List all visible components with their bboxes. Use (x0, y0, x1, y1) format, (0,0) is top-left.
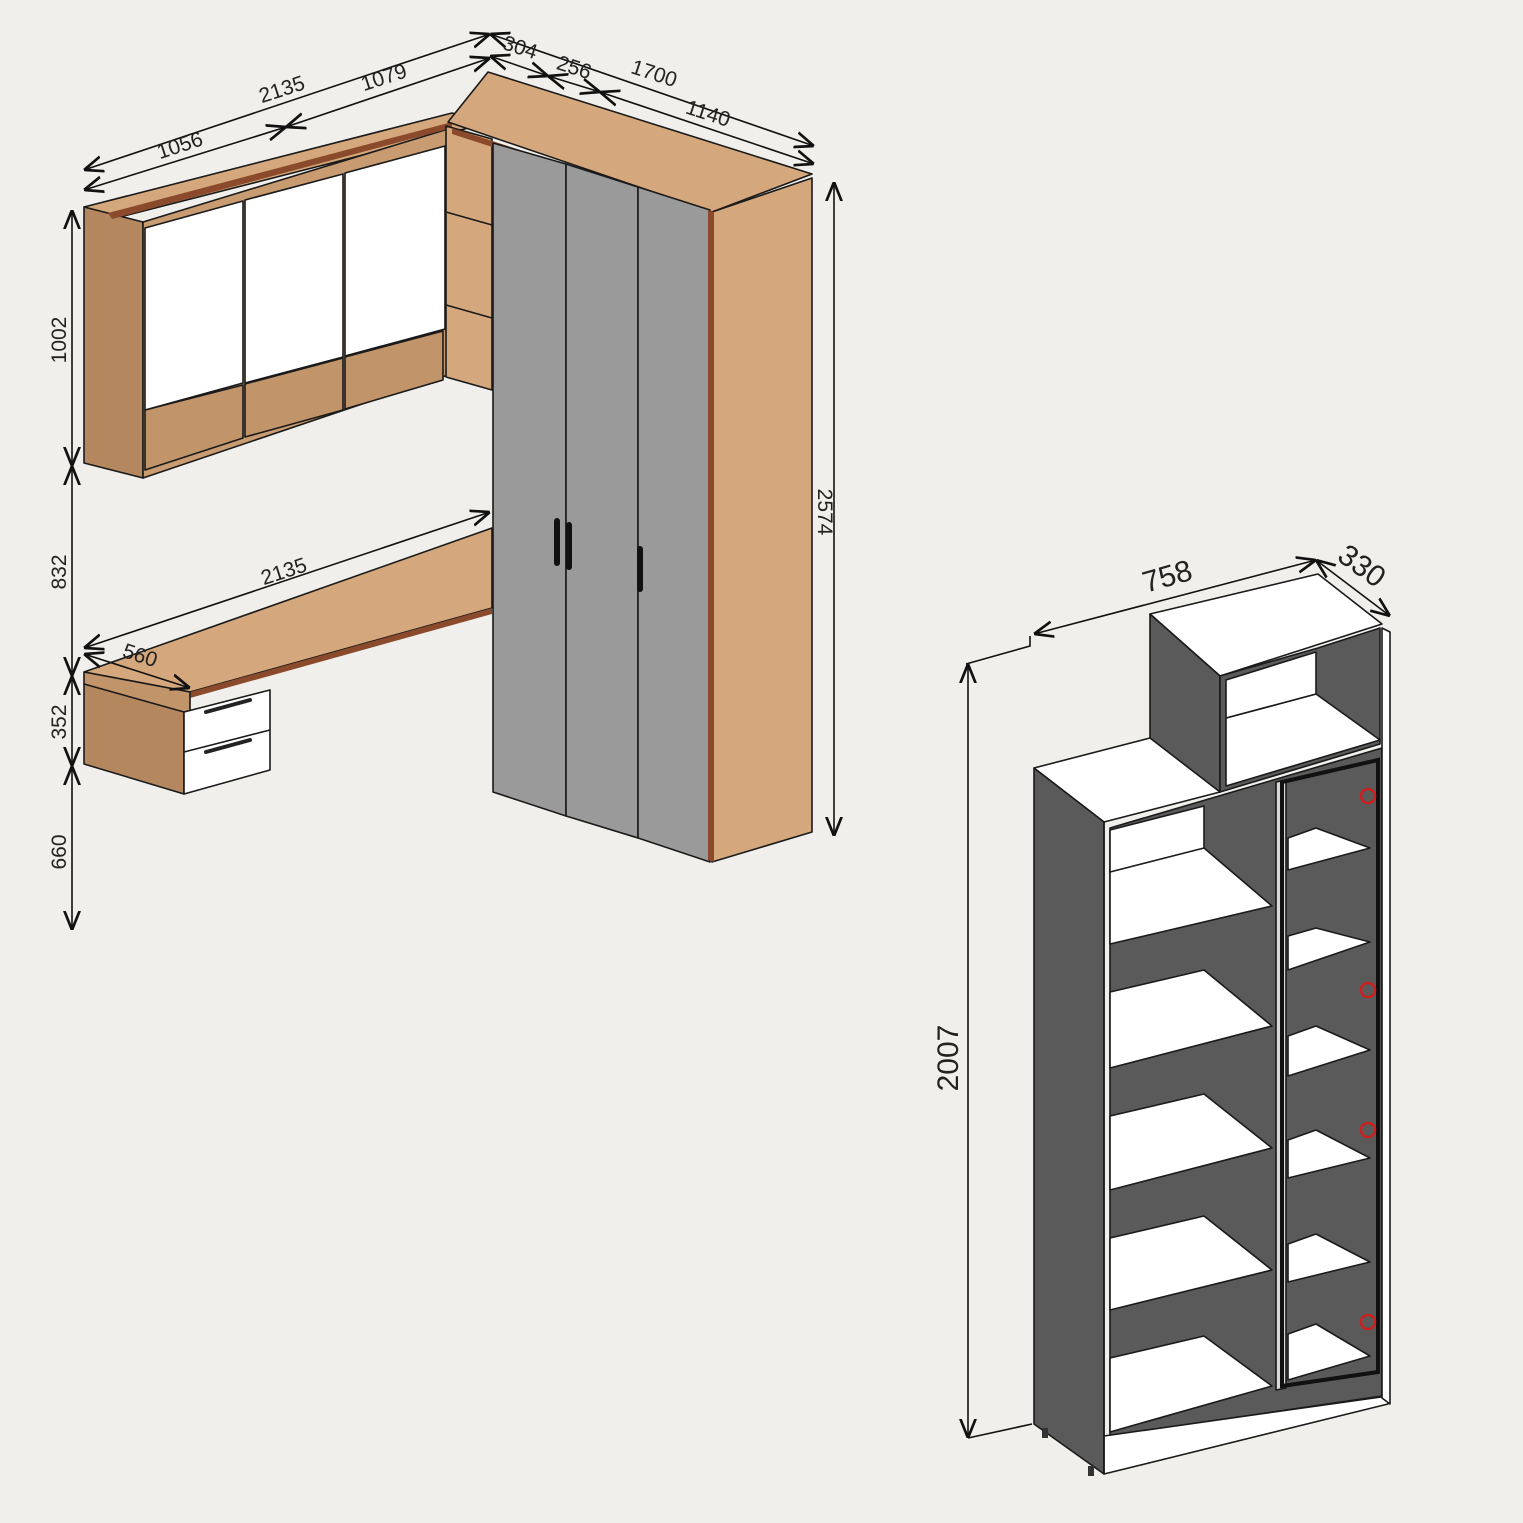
right-shelf-1 (1287, 827, 1371, 871)
upper-door-2[interactable] (244, 173, 344, 384)
side-shelf-2 (445, 304, 493, 319)
dim-drawer-height: 352 (48, 704, 71, 739)
right-shelves (1287, 827, 1371, 1381)
cubby-2 (244, 357, 344, 438)
upper-cabinet-left-side (83, 206, 144, 479)
left-shelf-2 (1109, 969, 1273, 1069)
main-right-side (1381, 627, 1391, 1405)
upper-door-1[interactable] (144, 200, 244, 411)
hinge-icon (1359, 1121, 1377, 1139)
dim-width: 758 (1139, 554, 1196, 600)
drawer-divider (183, 729, 271, 753)
drawer-unit-front (183, 689, 271, 795)
dim-wardrobe-height: 2574 (813, 489, 836, 536)
upper-box-inner (1225, 651, 1317, 719)
dim-wardrobe-width: 1700 (628, 56, 680, 92)
dim-corner-depth: 304 (500, 31, 541, 64)
right-shelf-2 (1287, 927, 1371, 971)
dim-gap-height: 832 (48, 554, 71, 589)
drawer-handle-2[interactable] (204, 738, 252, 754)
dim-depth: 330 (1332, 538, 1392, 594)
hinge-icon (1359, 1313, 1377, 1331)
dim-top-total: 2135 (256, 72, 308, 108)
wardrobe-right-side (711, 177, 813, 863)
foot-1 (1042, 1428, 1048, 1438)
wardrobe-handle-1[interactable] (554, 518, 560, 566)
cubby-1 (144, 384, 244, 471)
right-shelf-4 (1287, 1129, 1371, 1179)
dim-top-mid: 1079 (358, 60, 410, 96)
wardrobe-door-1[interactable] (492, 142, 567, 817)
wardrobe-handle-3[interactable] (637, 546, 643, 592)
hinges (1359, 787, 1377, 1331)
hinge-icon (1359, 787, 1377, 805)
side-shelf-1 (445, 211, 493, 226)
wardrobe-door-2[interactable] (565, 163, 639, 839)
wardrobe (447, 71, 813, 863)
left-top-panel (1109, 805, 1205, 873)
main-left-side (1033, 767, 1105, 1475)
dim-wardrobe-front: 1140 (683, 96, 733, 132)
right-cabinet: 758 330 2007 (932, 538, 1392, 1476)
left-shelf-3 (1109, 1093, 1273, 1191)
side-shelf-unit (445, 125, 493, 391)
dim-height: 2007 (932, 1025, 965, 1092)
wardrobe-side-edge (708, 210, 714, 862)
drawer-handle-1[interactable] (204, 698, 252, 714)
left-assembly: 2135 1056 1079 304 256 1700 1140 1002 83… (48, 31, 836, 930)
left-shelf-4 (1109, 1215, 1273, 1311)
left-shelves (1109, 805, 1273, 1433)
dim-upper-height: 1002 (48, 317, 71, 364)
right-shelf-3 (1287, 1025, 1371, 1077)
right-shelf-5 (1287, 1233, 1371, 1283)
upper-cabinet (83, 112, 493, 479)
wardrobe-handle-2[interactable] (566, 522, 572, 570)
foot-2 (1088, 1466, 1094, 1476)
cubby-3 (344, 330, 444, 410)
dim-top-left: 1056 (154, 128, 206, 164)
wardrobe-door-3[interactable] (637, 186, 711, 863)
hinge-icon (1359, 981, 1377, 999)
left-shelf-5 (1109, 1335, 1273, 1433)
right-shelf-6 (1287, 1323, 1371, 1381)
right-dimensions: 758 330 2007 (932, 538, 1392, 1439)
dim-desk-width: 2135 (258, 554, 310, 590)
dim-floor-height: 660 (48, 834, 71, 869)
glass-door-frame[interactable] (1280, 757, 1380, 1389)
upper-door-3[interactable] (344, 145, 446, 357)
